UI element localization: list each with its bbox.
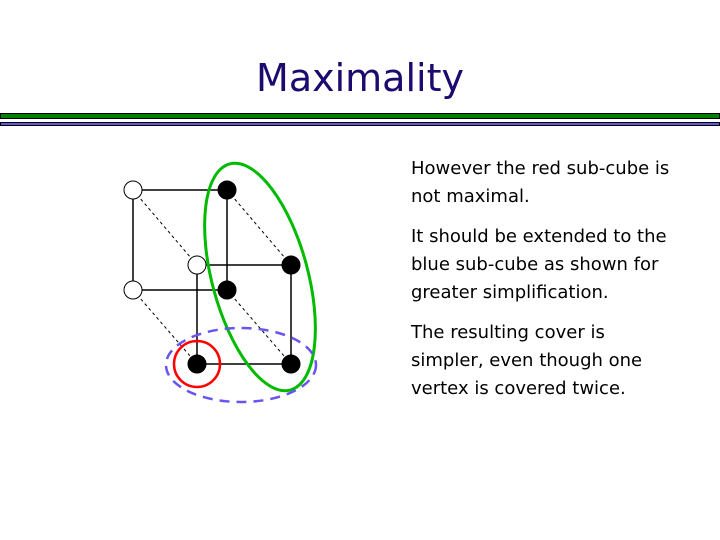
dashed-edge [132, 289, 198, 365]
red-subcube-cover [172, 339, 222, 389]
vertex-empty [123, 280, 143, 300]
vertex-filled [281, 255, 301, 275]
vertex-filled [281, 354, 301, 374]
vertex-empty [123, 180, 143, 200]
paragraph: The resulting cover is simpler, even tho… [411, 322, 643, 399]
vertex-filled [187, 354, 207, 374]
blue-subcube-cover [164, 326, 318, 404]
explanation-text: However the red sub-cube is not maximal.… [411, 155, 671, 415]
slide-title: Maximality [256, 56, 464, 100]
vertex-empty [187, 255, 207, 275]
dashed-edge [226, 289, 292, 365]
paragraph: It should be extended to the blue sub-cu… [411, 226, 667, 303]
dashed-edge [226, 189, 292, 266]
green-subcube-cover [203, 161, 317, 393]
back-face [132, 189, 228, 291]
paragraph: However the red sub-cube is not maximal. [411, 158, 670, 207]
dashed-edge [132, 189, 198, 266]
front-face [196, 264, 292, 365]
vertex-filled [217, 280, 237, 300]
vertex-filled [217, 180, 237, 200]
